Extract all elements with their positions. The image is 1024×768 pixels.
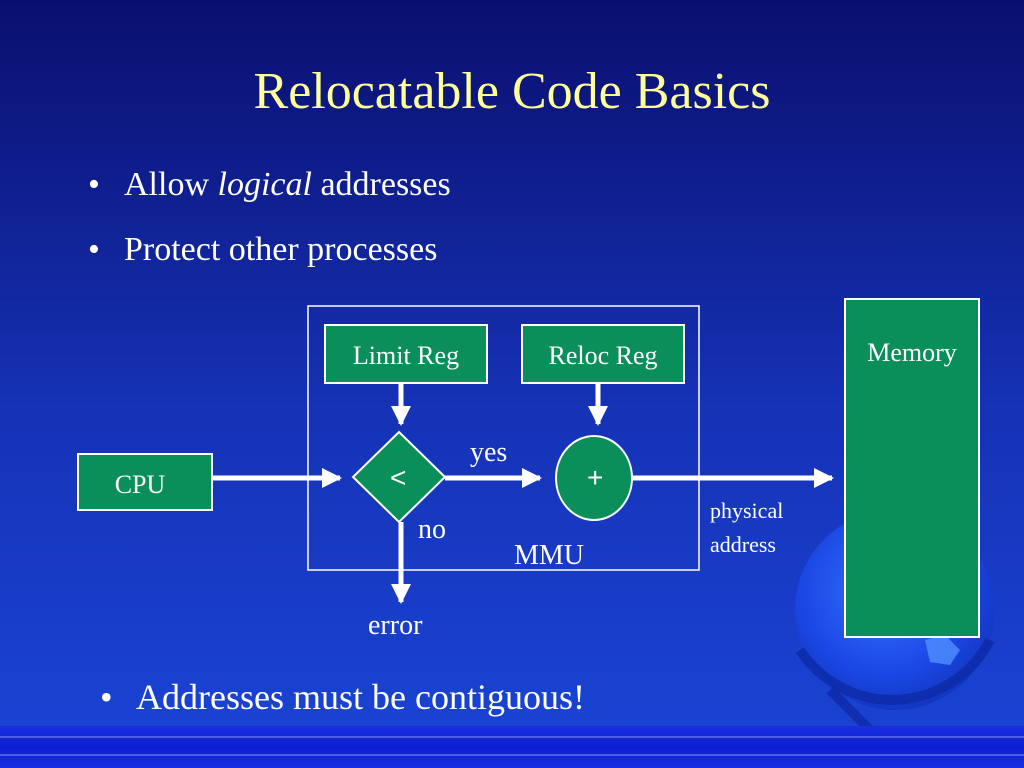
- bullet-dot: •: [88, 231, 100, 268]
- reloc-reg-label: Reloc Reg: [548, 341, 658, 370]
- reloc-reg-box: Reloc Reg: [521, 324, 685, 384]
- mmu-boundary: [307, 305, 700, 571]
- bullet-dot: •: [88, 166, 100, 203]
- bullet-contiguous: • Addresses must be contiguous!: [100, 676, 585, 718]
- error-label: error: [368, 610, 423, 641]
- bullet-text: Addresses must be contiguous!: [136, 677, 585, 717]
- cpu-box: CPU: [77, 453, 213, 511]
- add-circle: [555, 435, 633, 521]
- bullet-text-before: Allow: [124, 166, 218, 203]
- memory-box: Memory: [844, 298, 980, 638]
- bullet-logical-addresses: • Allow logical addresses: [88, 166, 451, 204]
- limit-reg-label: Limit Reg: [352, 341, 460, 370]
- memory-label: Memory: [867, 338, 957, 367]
- bullet-text-after: addresses: [311, 166, 451, 203]
- physical-label: physical: [710, 498, 784, 523]
- no-label: no: [418, 514, 446, 545]
- bullet-dot: •: [100, 677, 113, 717]
- footer-bar: [0, 726, 1024, 768]
- slide-title: Relocatable Code Basics: [253, 63, 771, 120]
- add-symbol: +: [587, 462, 604, 493]
- mmu-label: MMU: [514, 540, 585, 571]
- bullet-text-emphasis: logical: [217, 166, 312, 203]
- address-label: address: [710, 532, 776, 557]
- yes-label: yes: [470, 437, 508, 468]
- bullet-protect-processes: • Protect other processes: [88, 231, 437, 269]
- limit-reg-box: Limit Reg: [324, 324, 488, 384]
- compare-symbol: <: [390, 462, 407, 493]
- cpu-label: CPU: [114, 470, 166, 499]
- bullet-text: Protect other processes: [124, 231, 438, 268]
- compare-diamond: [351, 430, 447, 524]
